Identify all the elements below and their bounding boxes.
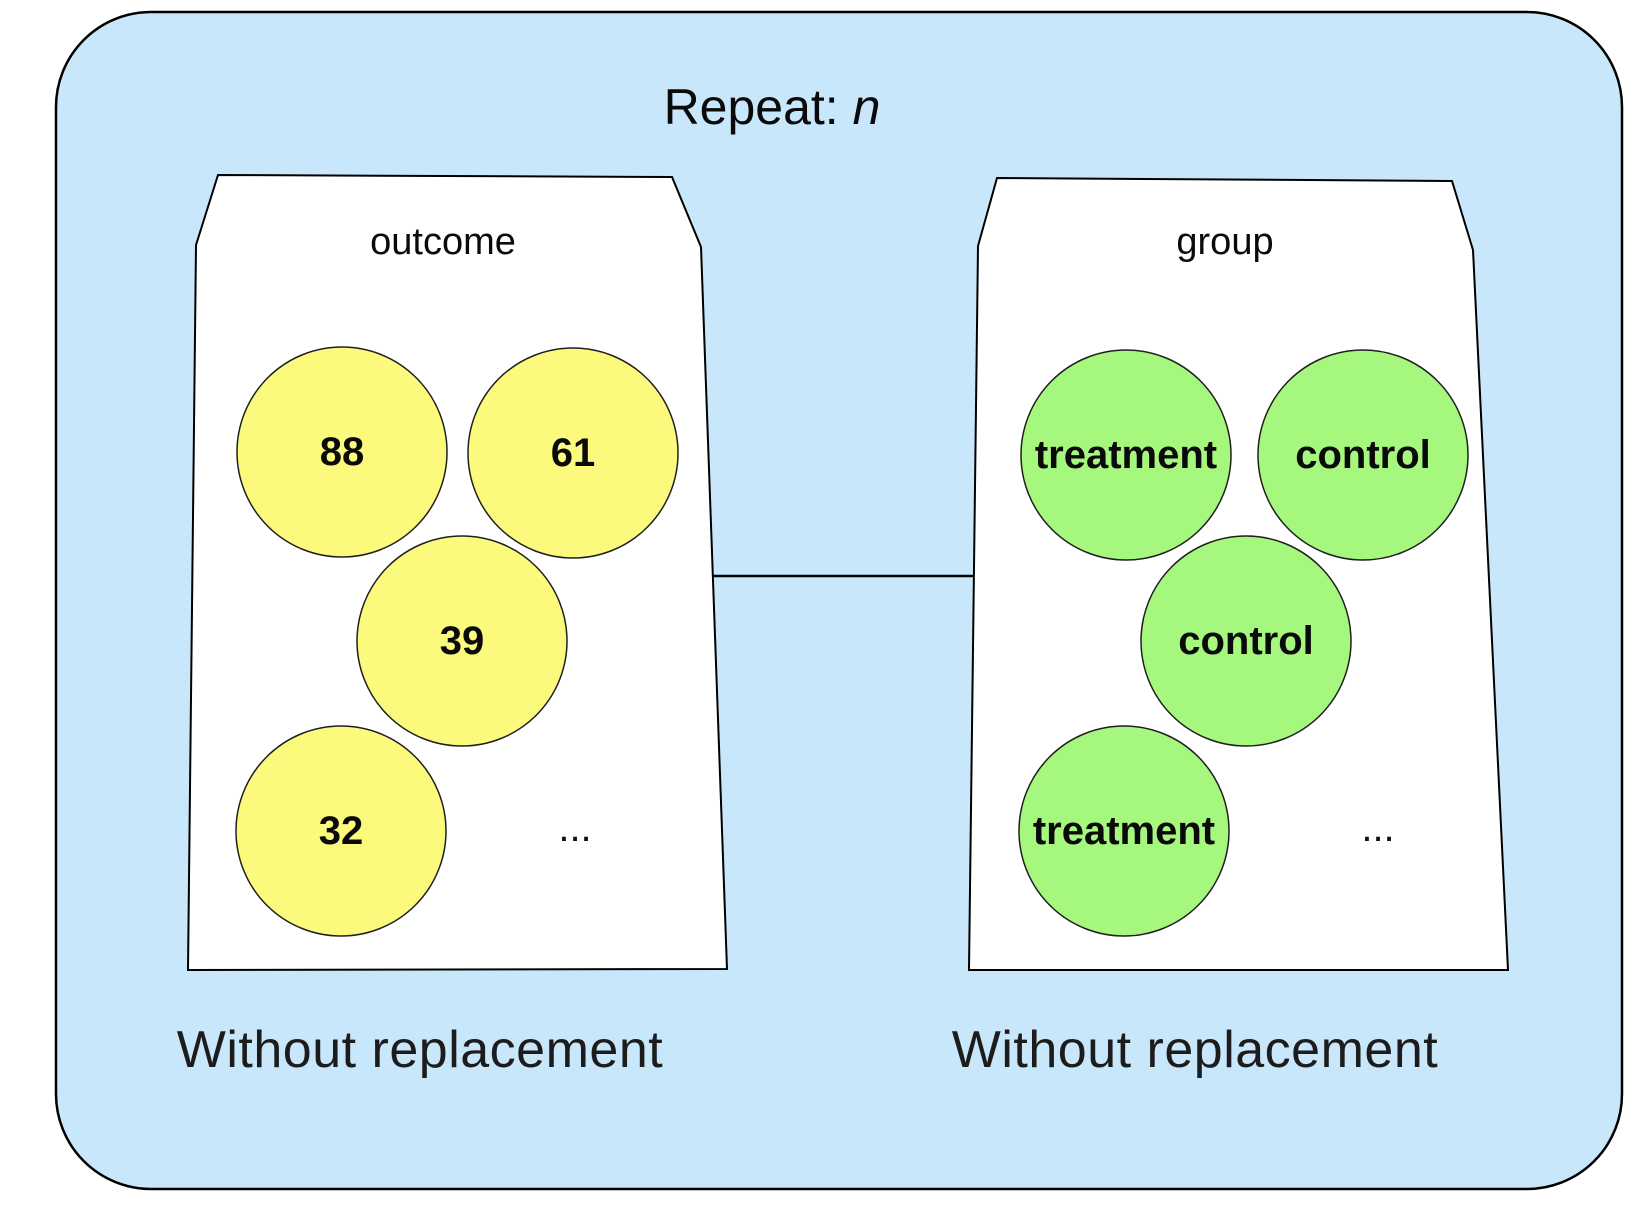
outcome-ball: 39 — [356, 535, 568, 747]
group-ball-circle — [1140, 535, 1352, 747]
group-ball: control — [1140, 535, 1352, 747]
group-ball-label: treatment — [1035, 433, 1217, 477]
outcome-caption: Without replacement — [177, 1021, 663, 1079]
repeat-title-prefix: Repeat: — [664, 79, 853, 135]
group-ball: treatment — [1020, 349, 1232, 561]
outcome-ball-circle — [356, 535, 568, 747]
group-ball-circle — [1257, 349, 1469, 561]
outcome-ball-label: 88 — [320, 430, 365, 474]
group-ball-label: treatment — [1033, 809, 1215, 853]
outcome-panel: outcome 88 61 39 32 ... — [186, 173, 729, 972]
outcome-ball-label: 32 — [319, 809, 364, 853]
group-ball-label: control — [1295, 433, 1431, 477]
group-caption: Without replacement — [952, 1021, 1438, 1079]
group-ball: control — [1257, 349, 1469, 561]
outcome-ball-circle — [467, 347, 679, 559]
group-panel-label: group — [1176, 221, 1273, 263]
group-ball-circle — [1018, 725, 1230, 937]
outcome-ball-label: 61 — [551, 431, 596, 475]
outcome-panel-label: outcome — [370, 221, 516, 263]
repeat-title-variable: n — [853, 79, 881, 135]
outcome-ball-label: 39 — [440, 619, 485, 663]
group-ball-label: control — [1178, 619, 1314, 663]
outcome-ellipsis: ... — [558, 806, 591, 850]
group-ball-circle — [1020, 349, 1232, 561]
outcome-ball: 32 — [235, 725, 447, 937]
group-ellipsis: ... — [1361, 806, 1394, 850]
repeat-title: Repeat: n — [664, 79, 881, 135]
group-ball: treatment — [1018, 725, 1230, 937]
group-panel: group treatment control control treatmen… — [967, 176, 1510, 971]
outcome-ball-circle — [235, 725, 447, 937]
outcome-ball-circle — [236, 346, 448, 558]
outcome-ball: 61 — [467, 347, 679, 559]
outcome-ball: 88 — [236, 346, 448, 558]
